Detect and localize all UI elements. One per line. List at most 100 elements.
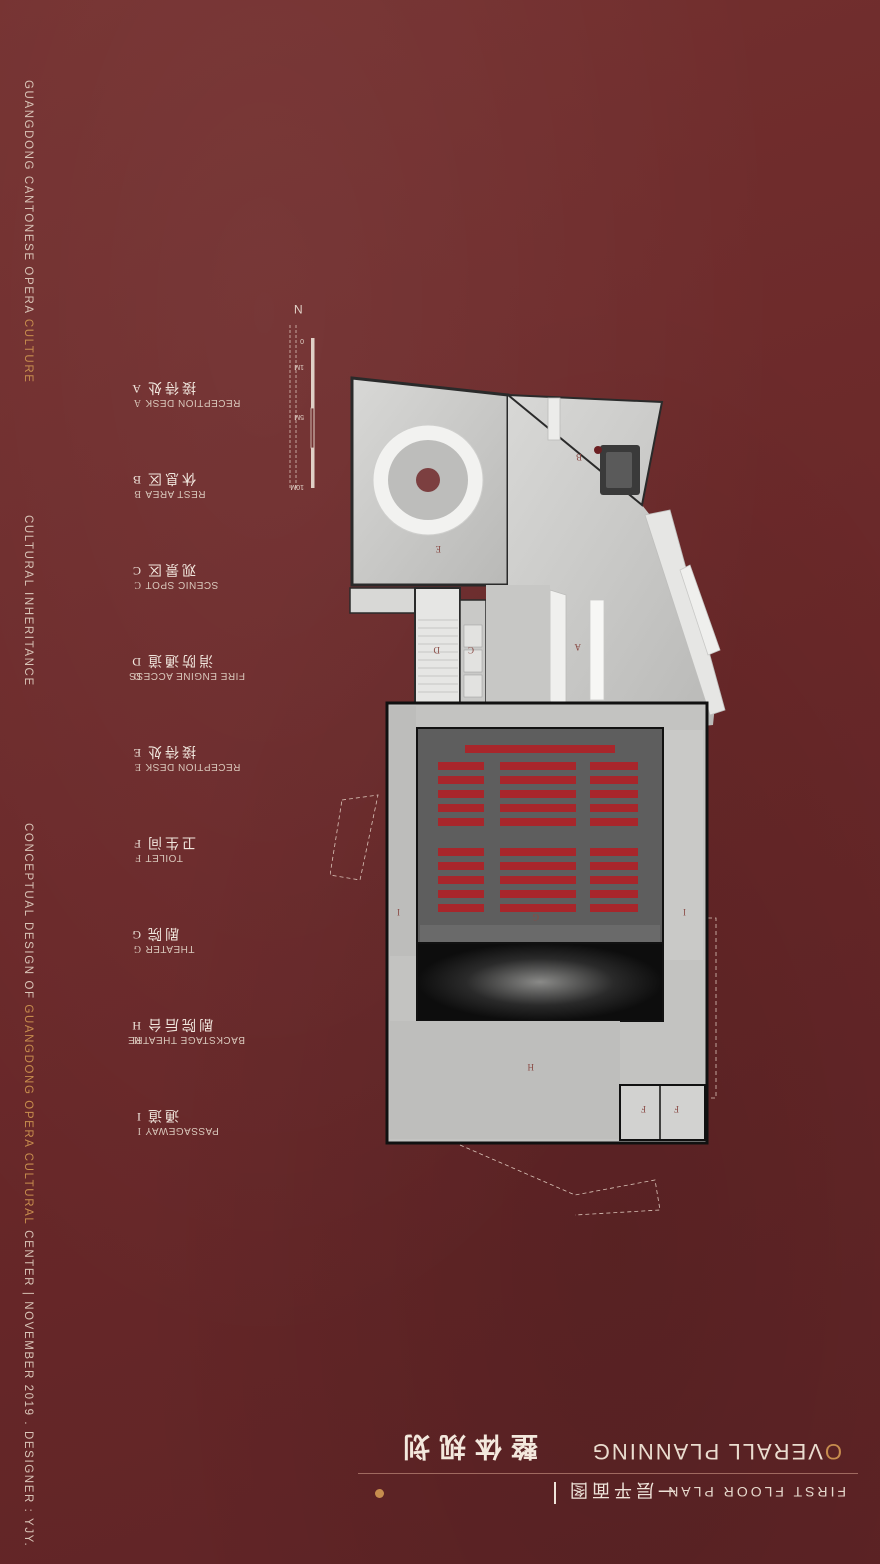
scenic-c-box1 xyxy=(463,624,483,648)
legend-cn: 休息区 xyxy=(145,470,196,486)
side-line1-a: GUANGDONG CANTONESE OPERA xyxy=(22,80,34,319)
stair-treads xyxy=(418,619,458,693)
dashed-outline-right xyxy=(707,917,717,1099)
plan-label-i-right: I xyxy=(683,907,686,917)
title-en-rest: VERALL PLANNING xyxy=(590,1439,823,1464)
legend-item-b: B B REST AREA 休息区 xyxy=(120,470,245,541)
legend-en: REST AREA xyxy=(145,488,206,499)
title-cn-big: 整体规划 xyxy=(394,1430,538,1461)
legend-cn: 卫生间 xyxy=(145,834,196,850)
stage xyxy=(416,942,664,1022)
legend-letter: H xyxy=(132,1019,141,1033)
scale-label-10: 10M xyxy=(290,483,304,490)
legend-en: TOILET xyxy=(145,852,183,863)
side-caption: GUANGDONG CANTONESE OPERA CULTURE xyxy=(22,80,34,384)
rotunda-art xyxy=(416,468,440,492)
legend-en: RECEPTION DESK xyxy=(145,397,241,408)
plan-label-f-right: F xyxy=(674,1104,679,1114)
legend-letter: F xyxy=(134,837,141,851)
plan-label-a: A xyxy=(574,642,581,652)
legend-cn: 通道 xyxy=(145,1107,179,1123)
legend-item-a: A A RECEPTION DESK 接待处 xyxy=(120,379,245,450)
title-en-sub: FIRST FLOOR PLAN xyxy=(665,1484,846,1500)
legend-letter: F xyxy=(135,852,141,863)
side-caption-2: CULTURAL INHERITANCE xyxy=(22,515,34,687)
plan-label-i-left: I xyxy=(397,907,400,917)
seat-rows xyxy=(438,745,638,912)
legend-en: BACKSTAGE THEATRE xyxy=(127,1034,245,1045)
legend-item-i: I I PASSAGEWAY 通道 xyxy=(120,1107,245,1178)
plan-label-c: C xyxy=(468,645,474,655)
legend-cn: 剧院后台 xyxy=(145,1016,213,1032)
title-en-accent: O xyxy=(822,1439,842,1464)
legend-letter: B xyxy=(132,473,141,487)
sofa-seat xyxy=(606,452,632,488)
title-bar xyxy=(554,1482,556,1504)
plan-label-d: D xyxy=(433,645,440,655)
reception-desk-top xyxy=(547,397,561,441)
scenic-c-box3 xyxy=(463,674,483,698)
plan-label-f-left: F xyxy=(641,1104,646,1114)
reception-counter xyxy=(589,599,605,701)
legend-cn: 消防通道 xyxy=(145,652,213,668)
backstage-h xyxy=(390,1021,620,1139)
dashed-outline-left xyxy=(330,794,379,881)
legend-item-g: G G THEATER 剧院 xyxy=(120,925,245,996)
lamp xyxy=(594,446,602,454)
legend-letter: G xyxy=(133,943,141,954)
legend-en: RECEPTION DESK xyxy=(145,761,241,772)
plan-label-h: H xyxy=(527,1062,534,1072)
plan-label-b: B xyxy=(576,452,582,462)
floor-plan: E B A D C I I xyxy=(330,376,726,1216)
scale-label-1: 1M xyxy=(294,363,304,370)
title-rule xyxy=(358,1473,858,1474)
scale-labels: 10M 5M 1M 0 xyxy=(290,337,304,490)
legend-item-f: F F TOILET 卫生间 xyxy=(120,834,245,905)
legend-letter: C xyxy=(132,564,141,578)
lobby-outline xyxy=(505,393,664,507)
legend-item-h: H H BACKSTAGE THEATRE 剧院后台 xyxy=(120,1016,245,1087)
service-left xyxy=(349,587,416,614)
aisle-band xyxy=(420,925,660,943)
facade-strip-2 xyxy=(679,564,721,656)
legend-item-d: D D FIRE ENGINE ACCESS 消防通道 xyxy=(120,652,245,723)
legend-en: PASSAGEWAY xyxy=(145,1125,219,1136)
title-cn-sub: 一层平面图 xyxy=(566,1479,676,1500)
plan-label-e: E xyxy=(435,544,441,554)
passage-right xyxy=(663,730,703,960)
legend-cn: 剧院 xyxy=(145,925,179,941)
plan-label-g: G xyxy=(532,912,539,922)
legend-letter: E xyxy=(133,746,141,760)
dashed-outline-bottom xyxy=(459,1144,661,1216)
title-en-big: OVERALL PLANNING xyxy=(591,1438,842,1464)
legend-item-e: E E RECEPTION DESK 接待处 xyxy=(120,743,245,814)
side-line1-b: CULTURE xyxy=(22,318,34,384)
facade-strip xyxy=(644,509,726,716)
legend-cn: 观景区 xyxy=(145,561,196,577)
scale-label-0: 0 xyxy=(300,337,304,344)
legend-en: FIRE ENGINE ACCESS xyxy=(128,670,245,681)
scale-label-5: 5M xyxy=(294,413,304,420)
legend-letter: I xyxy=(137,1125,141,1136)
legend-letter: A xyxy=(133,397,141,408)
north-arrow: N xyxy=(294,302,303,316)
legend-letter: E xyxy=(134,761,141,772)
side-line3-a: CONCEPTUAL DESIGN OF xyxy=(22,823,34,1005)
north-label: N xyxy=(294,302,303,316)
legend-letter: C xyxy=(134,579,141,590)
toilet-block xyxy=(619,1084,706,1141)
legend-letter: G xyxy=(132,928,141,942)
legend-cn: 接待处 xyxy=(145,743,196,759)
scenic-c-box2 xyxy=(463,649,483,673)
title-block: 一层平面图 FIRST FLOOR PLAN 整体规划 OVERALL PLAN… xyxy=(358,1412,858,1512)
legend-letter: D xyxy=(132,655,141,669)
legend-letter: A xyxy=(132,382,141,396)
legend-cn: 接待处 xyxy=(145,379,196,395)
legend-en: SCENIC SPOT xyxy=(145,579,219,590)
legend-item-c: C C SCENIC SPOT 观景区 xyxy=(120,561,245,632)
passage-left xyxy=(390,706,416,956)
legend-letter: B xyxy=(134,488,141,499)
title-dot xyxy=(375,1489,384,1498)
side-caption-3: CONCEPTUAL DESIGN OF GUANGDONG OPERA CUL… xyxy=(22,823,34,1547)
side-line2: CULTURAL INHERITANCE xyxy=(22,515,34,687)
